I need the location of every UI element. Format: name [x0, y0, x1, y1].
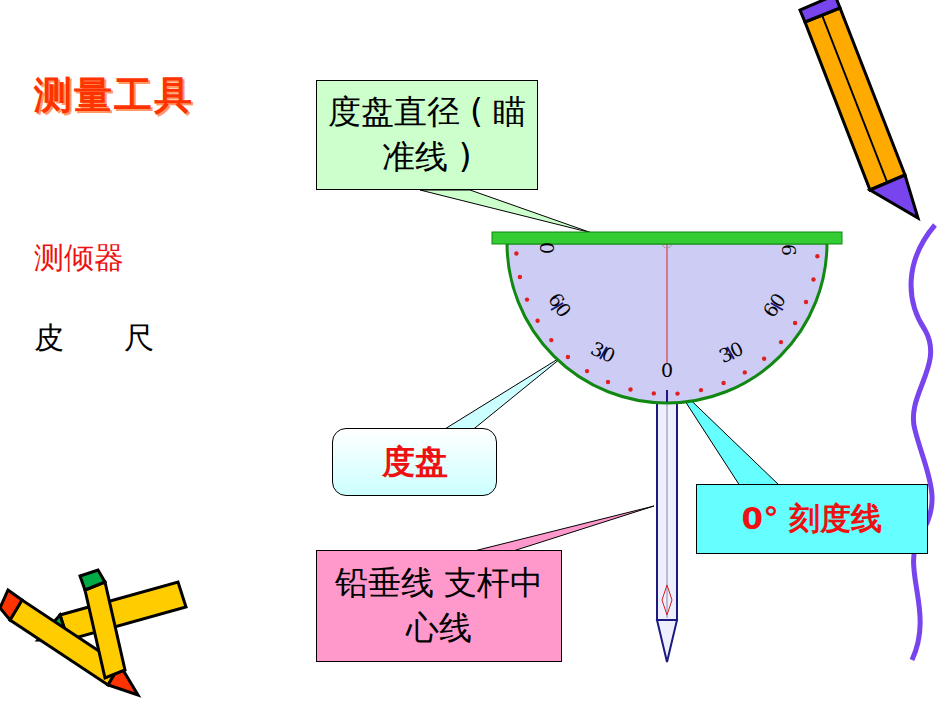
- callout-text: 度盘直径 ( 瞄准线 ): [325, 90, 529, 179]
- scale-dot: [779, 340, 783, 344]
- scale-dot: [514, 251, 518, 255]
- scale-number: 30: [715, 337, 746, 367]
- scale-dot: [652, 391, 656, 395]
- scale-dot: [525, 297, 529, 301]
- scale-number: 9: [778, 244, 800, 256]
- leader: [420, 190, 592, 233]
- callout-text: 铅垂线 支杆中心线: [325, 561, 553, 650]
- scale-number: 60: [758, 289, 790, 321]
- scale-dot: [628, 387, 632, 391]
- scale-number: 0: [661, 359, 673, 381]
- scale-dot: [699, 388, 703, 392]
- scale-dot: [675, 391, 679, 395]
- item-label: 皮 尺: [34, 318, 154, 359]
- rod: [657, 398, 677, 620]
- callout-text: 0° 刻度线: [742, 498, 883, 540]
- slide-title: 测量工具: [34, 70, 194, 121]
- pencil-decor: [0, 570, 186, 695]
- callout-text: 度盘: [382, 440, 448, 485]
- scale-dot: [793, 321, 797, 325]
- scale-dot: [804, 300, 808, 304]
- scale-dot: [811, 277, 815, 281]
- callout-box: 度盘: [332, 428, 497, 496]
- scale-number: 60: [544, 289, 576, 321]
- rod-tip: [657, 620, 677, 662]
- item-label: 测倾器: [34, 238, 124, 279]
- scale-dot: [549, 338, 553, 342]
- scale-number: 0: [536, 242, 558, 254]
- leader: [470, 506, 654, 552]
- scale-dot: [585, 369, 589, 373]
- callout-box: 度盘直径 ( 瞄准线 ): [316, 80, 538, 190]
- scale-dot: [566, 355, 570, 359]
- scale-dot: [743, 370, 747, 374]
- scale-dot: [535, 319, 539, 323]
- decor-line: [911, 225, 935, 660]
- scale-dot: [721, 381, 725, 385]
- scale-dot: [815, 254, 819, 258]
- leader: [440, 354, 566, 432]
- pencil-decor: [800, 0, 918, 218]
- scale-dot: [606, 380, 610, 384]
- callout-box: 铅垂线 支杆中心线: [316, 550, 562, 662]
- scale-dot: [518, 275, 522, 279]
- plumb-line: [667, 243, 668, 364]
- scale-number: 30: [587, 337, 618, 367]
- scale-dot: [762, 357, 766, 361]
- callout-box: 0° 刻度线: [696, 484, 928, 554]
- dial: [507, 243, 827, 403]
